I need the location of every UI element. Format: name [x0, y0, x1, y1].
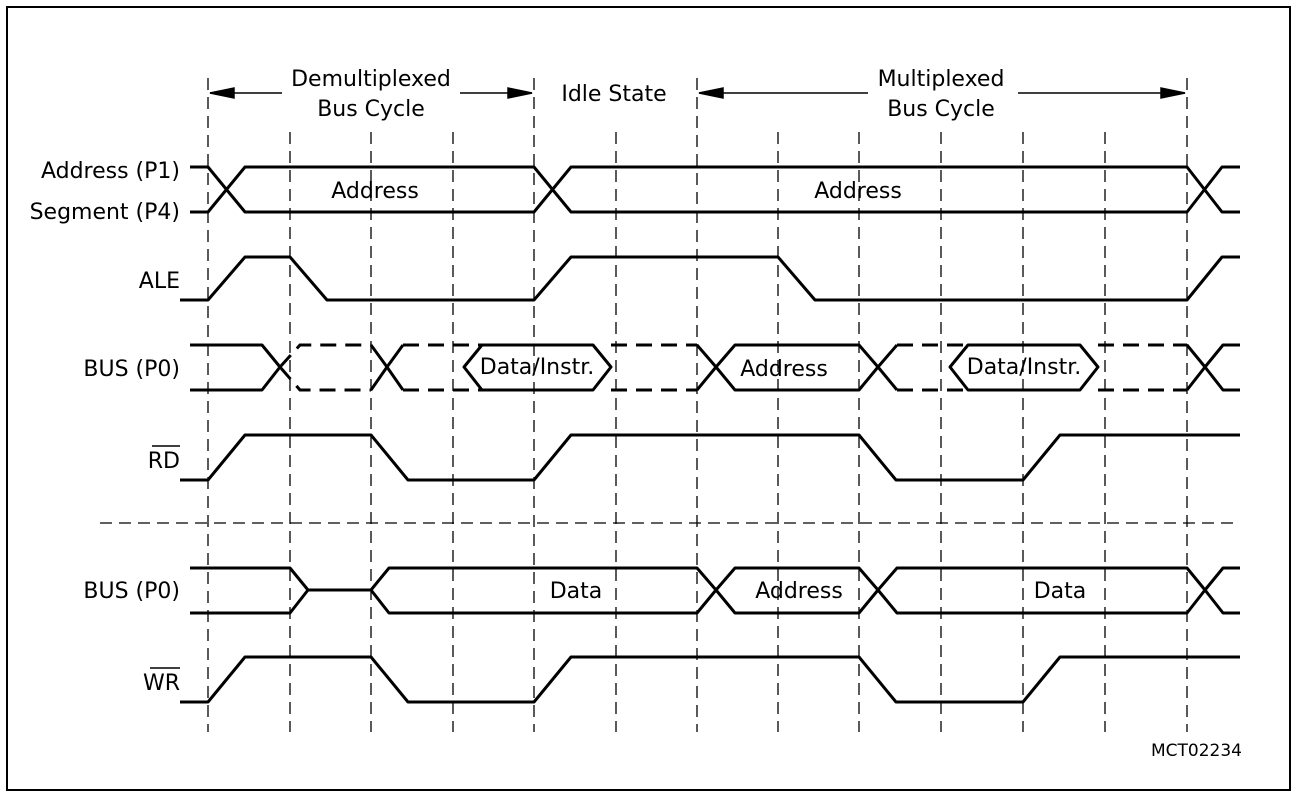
- bus-read-data-instr-2: Data/Instr.: [967, 355, 1081, 380]
- arrow-left-icon: [698, 87, 724, 99]
- ale-wave: [180, 255, 1240, 302]
- address-value-demux: Address: [331, 179, 419, 204]
- bus-write-wave: [190, 588, 1240, 615]
- arrow-right-icon: [507, 87, 533, 99]
- header-arrows: [209, 87, 1186, 99]
- bus-read-wave: [695, 343, 899, 369]
- wr-wave: [180, 655, 1240, 704]
- signal-label-bus-read: BUS (P0): [83, 357, 180, 382]
- address-bus-wave: [190, 165, 1240, 214]
- bus-read-wave: [190, 343, 282, 392]
- bus-read-wave: [948, 343, 1100, 392]
- bus-write-data-1: Data: [550, 579, 603, 604]
- demux-header-line1: Demultiplexed: [291, 67, 451, 92]
- bus-read-wave: [369, 344, 389, 391]
- bus-read-wave: [385, 366, 405, 391]
- signal-label-address: Address (P1): [41, 159, 180, 184]
- bus-read-wave: [1185, 365, 1240, 392]
- bus-read-address: Address: [740, 357, 828, 382]
- mux-header-line1: Multiplexed: [878, 67, 1005, 92]
- bus-write-address: Address: [755, 579, 843, 604]
- signal-label-segment: Segment (P4): [30, 200, 180, 225]
- signal-label-rd: RD: [148, 449, 180, 474]
- idle-state-label: Idle State: [561, 82, 666, 107]
- waveforms: [180, 165, 1240, 392]
- signal-label-ale: ALE: [139, 269, 180, 294]
- rd-wave: [180, 433, 1240, 482]
- bus-write-data-2: Data: [1034, 579, 1087, 604]
- bus-read-float: [278, 343, 1187, 392]
- clock-gridlines: [207, 78, 1188, 732]
- figure-id: MCT02234: [1151, 741, 1242, 761]
- mux-header-line2: Bus Cycle: [887, 97, 995, 122]
- frame-border: [6, 6, 1291, 791]
- bus-read-wave: [385, 344, 405, 368]
- signal-label-wr: WR: [143, 671, 180, 696]
- waveforms-lower: [180, 433, 1240, 704]
- address-value-mux: Address: [814, 179, 902, 204]
- signal-label-bus-write: BUS (P0): [83, 579, 180, 604]
- bus-read-wave: [695, 365, 899, 392]
- bus-read-wave: [1185, 343, 1240, 369]
- arrow-left-icon: [209, 87, 235, 99]
- arrow-right-icon: [1160, 87, 1186, 99]
- demux-header-line2: Bus Cycle: [317, 97, 425, 122]
- bus-read-data-instr-1: Data/Instr.: [480, 355, 594, 380]
- bus-read-wave: [462, 343, 613, 392]
